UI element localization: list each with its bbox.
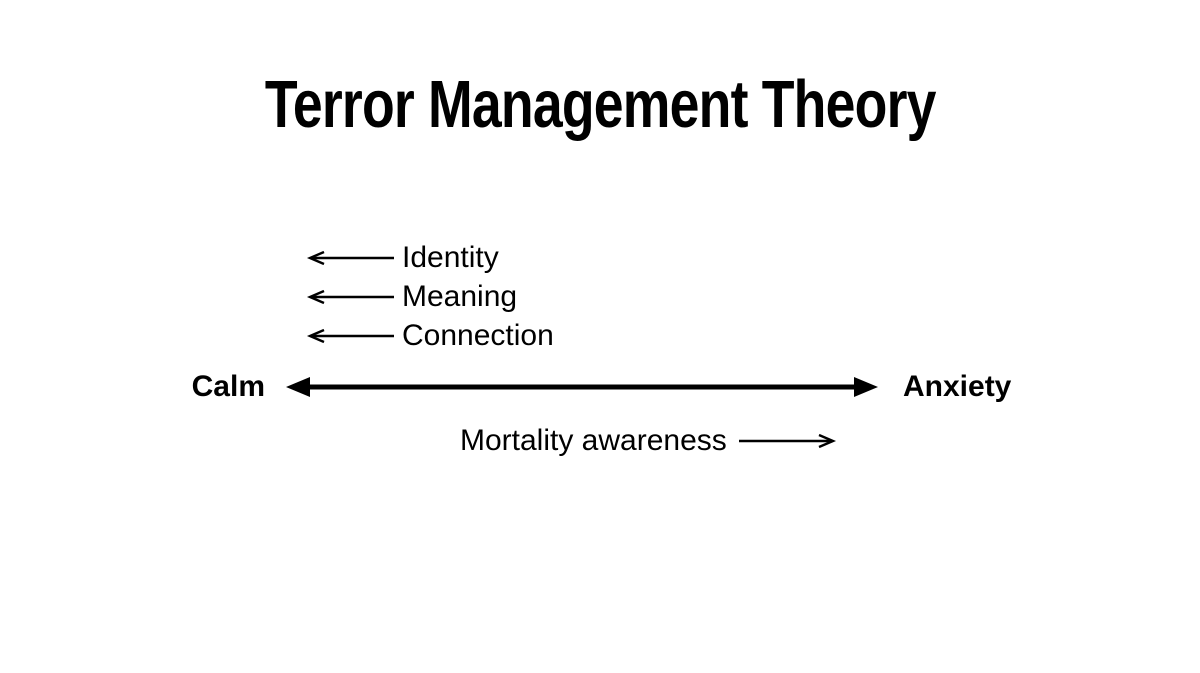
driver-row: Mortality awareness: [460, 422, 837, 460]
spectrum-label-anxiety: Anxiety: [903, 370, 1012, 403]
spectrum-label-calm: Calm: [191, 370, 265, 403]
page-title: Terror Management Theory: [264, 67, 937, 142]
right-arrow-icon: [738, 433, 836, 449]
buffer-label-meaning: Meaning: [402, 280, 518, 313]
driver-label-mortality-awareness: Mortality awareness: [460, 424, 727, 457]
buffer-row-connection: Connection: [306, 316, 554, 356]
double-headed-arrow-icon: [286, 377, 878, 397]
buffer-label-identity: Identity: [402, 241, 499, 274]
buffer-row-meaning: Meaning: [306, 277, 517, 317]
buffer-label-connection: Connection: [402, 319, 554, 352]
left-arrow-icon: [306, 328, 394, 344]
title-container: Terror Management Theory: [0, 66, 1200, 143]
left-arrow-icon: [306, 250, 394, 266]
left-arrow-icon: [306, 289, 394, 305]
buffer-row-identity: Identity: [306, 238, 499, 278]
